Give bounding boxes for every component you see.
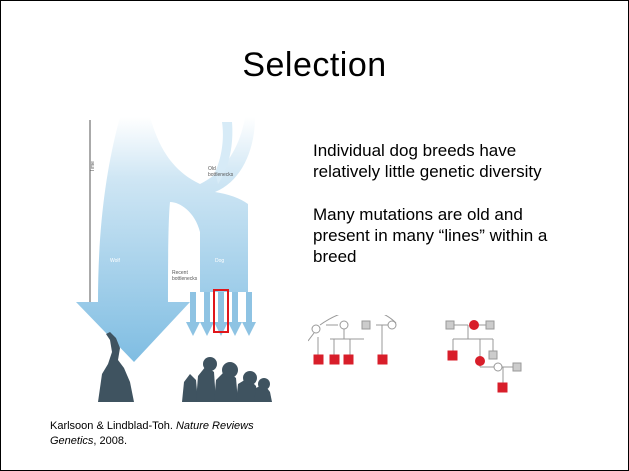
pedigree-female-unaffected [388, 321, 396, 329]
breed-arrow-1-head-icon [186, 322, 200, 336]
breed-arrow-5 [246, 292, 252, 324]
pedigree-male-affected [330, 355, 339, 364]
breed-arrow-5-head-icon [242, 322, 256, 336]
mutations-paragraph: Many mutations are old and present in ma… [313, 204, 573, 267]
breed-diversity-text: Individual dog breeds have relatively li… [313, 140, 573, 267]
pedigree-male-unaffected [362, 321, 370, 329]
pedigree-male-affected [498, 383, 507, 392]
pedigree-diagrams [308, 315, 558, 405]
pedigree-male-affected [314, 355, 323, 364]
breed-arrow-3-head-icon [214, 322, 228, 336]
breed-arrow-3 [218, 292, 224, 324]
pedigree-left-arc [320, 315, 396, 325]
pedigree-male-affected [344, 355, 353, 364]
pedigree-male-unaffected [489, 351, 497, 359]
pedigree-right [446, 321, 521, 393]
breed-arrow-2 [204, 292, 210, 324]
pedigree-female-affected [476, 357, 485, 366]
time-label: Time [90, 161, 96, 172]
old-bottlenecks-label-2: bottlenecks [208, 172, 234, 178]
pedigree-male-affected [448, 351, 457, 360]
breed-arrow-4 [232, 292, 238, 324]
breed-arrow-1 [190, 292, 196, 324]
pedigree-male-affected [378, 355, 387, 364]
dog-label: Dog [215, 258, 224, 264]
citation-year: , 2008. [93, 435, 127, 447]
pedigree-male-unaffected [446, 321, 454, 329]
diversity-paragraph: Individual dog breeds have relatively li… [313, 140, 573, 182]
pedigree-female-affected [470, 321, 479, 330]
pedigree-male-unaffected [513, 363, 521, 371]
domestication-figure: Time Wolf Dog Old bottlenecks Recent bot… [50, 112, 280, 402]
pedigree-left [308, 315, 396, 364]
pedigree-male-unaffected [486, 321, 494, 329]
pedigree-female-unaffected [494, 363, 502, 371]
breed-arrow-2-head-icon [200, 322, 214, 336]
breed-arrow-4-head-icon [228, 322, 242, 336]
citation: Karlsoon & Lindblad-Toh. Nature Reviews … [50, 419, 270, 449]
recent-bottlenecks-label-2: bottlenecks [172, 276, 198, 282]
pedigree-female-unaffected [340, 321, 348, 329]
breed-arrows [186, 292, 256, 336]
dog-group-icon [182, 357, 272, 402]
wolf-label: Wolf [110, 258, 121, 264]
pedigree-female-unaffected [312, 325, 320, 333]
slide-title: Selection [0, 46, 629, 85]
citation-authors: Karlsoon & Lindblad-Toh. [50, 420, 176, 432]
